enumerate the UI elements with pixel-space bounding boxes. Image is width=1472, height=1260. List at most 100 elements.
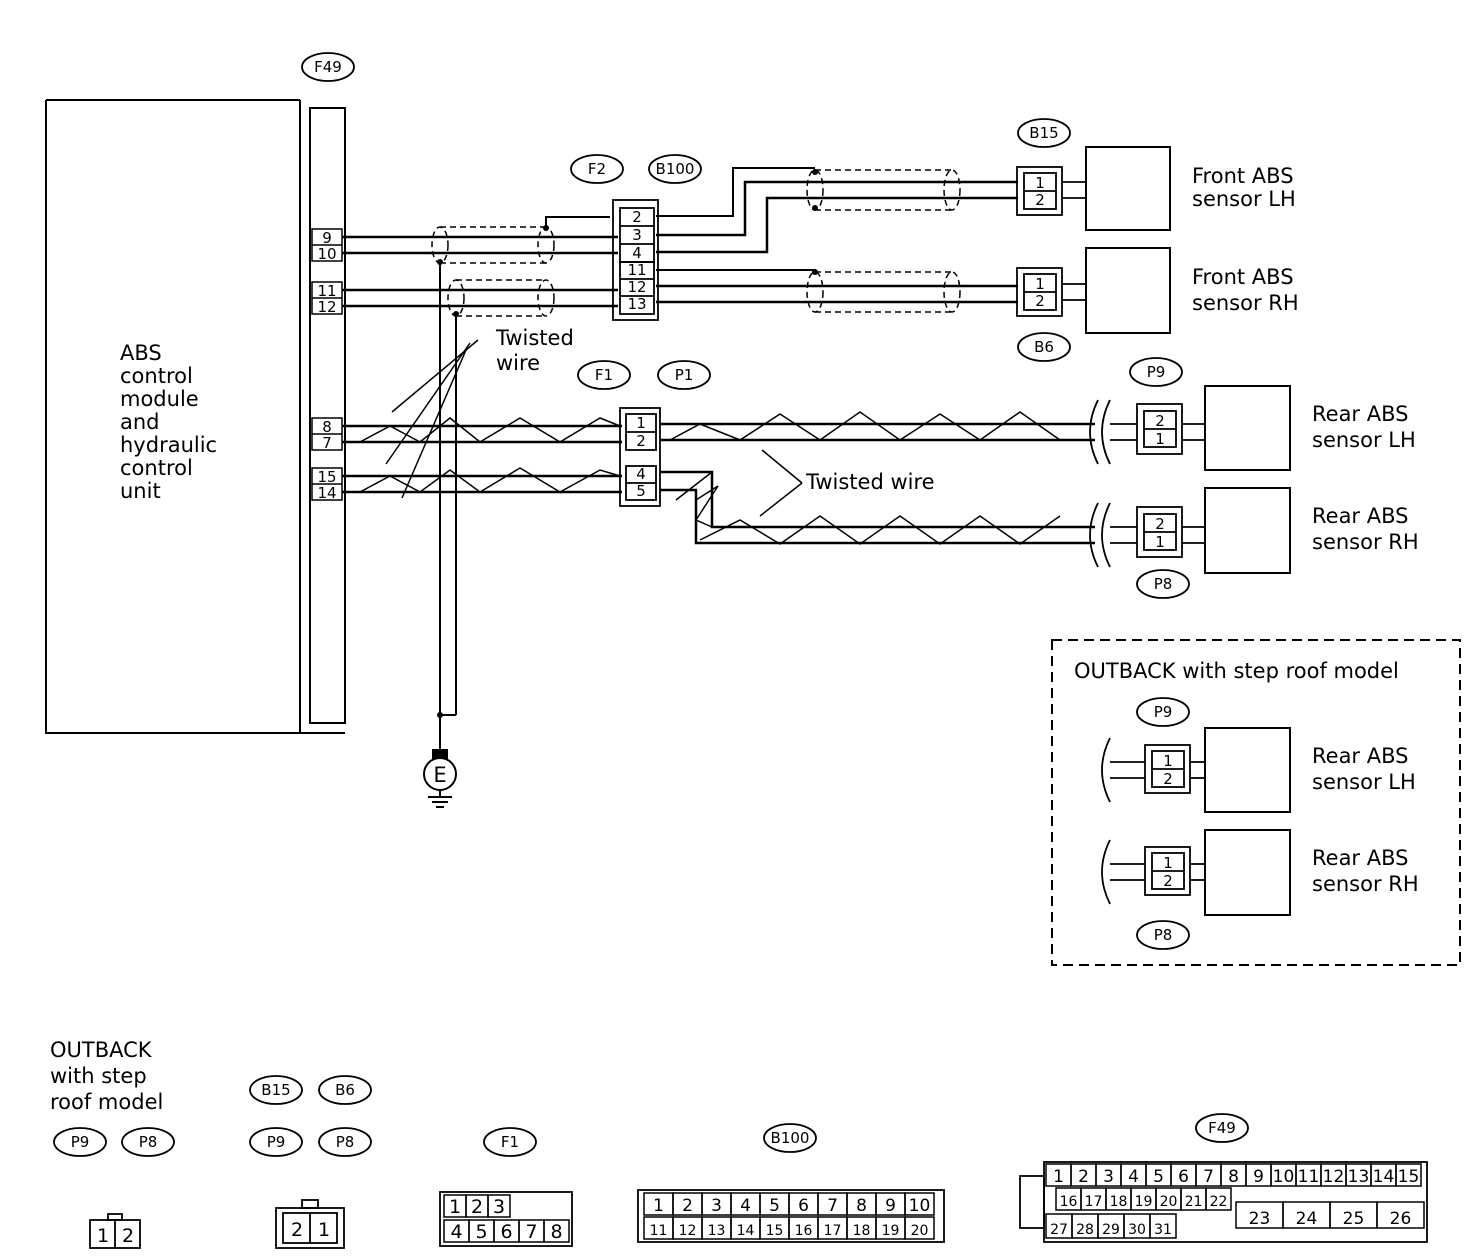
abs-module-label-1: ABS (120, 341, 162, 365)
f49-pin-10: 10 (317, 245, 336, 263)
legend-pin-label: 4 (1128, 1167, 1139, 1187)
front-lh-label-1: Front ABS (1192, 164, 1294, 188)
legend-pin-cell (1376, 1201, 1425, 1229)
p8-pin-2: 2 (1155, 515, 1165, 533)
front-sensor-connectors (1016, 166, 1086, 317)
f49-pin-11: 11 (317, 282, 336, 300)
legend-pin-label: 10 (1273, 1167, 1295, 1187)
f49-pin-7: 7 (322, 434, 332, 452)
abs-module-label-6: control (120, 456, 193, 480)
legend-pin-label: 11 (650, 1223, 668, 1239)
rear-lh-label-1: Rear ABS (1312, 402, 1408, 426)
rear-abs-sensor-rh (1204, 487, 1291, 574)
legend-pin-cell (543, 1219, 570, 1243)
ground-symbol (423, 749, 457, 808)
legend-tag-b6: B6 (335, 1081, 355, 1099)
front-rh-label-1: Front ABS (1192, 265, 1294, 289)
f2-b100-connector (612, 199, 659, 321)
legend-pin-label: 15 (1398, 1167, 1420, 1187)
f49-pin-8: 8 (322, 418, 332, 436)
legend-pin-label: 13 (1348, 1167, 1370, 1187)
legend-pin-cell (1395, 1163, 1422, 1187)
connector-tags (301, 52, 1190, 950)
inset-rear-rh-label-1: Rear ABS (1312, 846, 1408, 870)
front-sensor-wires (656, 180, 1018, 304)
legend-pin-label: 8 (550, 1221, 562, 1243)
legend-pin-label: 6 (1178, 1167, 1189, 1187)
tag-b6: B6 (1034, 338, 1054, 356)
legend-2pin-b-1: 1 (318, 1219, 330, 1241)
legend-pin-label: 30 (1128, 1222, 1146, 1238)
legend-pin-label: 2 (682, 1196, 693, 1216)
abs-control-module: ABS control module and hydraulic control… (45, 99, 346, 734)
twisted-wire-label-1b: wire (496, 351, 540, 375)
legend-pin-label: 25 (1343, 1209, 1365, 1229)
legend-pin-label: 5 (475, 1221, 487, 1243)
tag-p9-inset: P9 (1154, 703, 1173, 721)
legend-tag-ovals (53, 1075, 1249, 1157)
f1-pin-4: 4 (636, 465, 646, 483)
twisted-wire-arrows-2 (759, 449, 803, 517)
wire-break-symbols (1089, 399, 1111, 568)
inset-rear-abs-sensor-lh (1204, 727, 1291, 813)
inset-p8-pin-1: 1 (1163, 854, 1173, 872)
legend-pin-label: 1 (449, 1196, 461, 1218)
abs-module-label-5: hydraulic (120, 433, 217, 457)
b6-pin-2: 2 (1035, 292, 1045, 310)
legend-connector-faces (89, 1161, 1428, 1249)
legend-pin-label: 7 (1203, 1167, 1214, 1187)
f2-pin-4: 4 (632, 244, 642, 262)
legend-tag-p9-1: P9 (71, 1133, 90, 1151)
legend-pin-label: 29 (1102, 1222, 1120, 1238)
b15-pin-2: 2 (1035, 191, 1045, 209)
f2-pin-12: 12 (627, 278, 646, 296)
legend-pin-label: 14 (1373, 1167, 1395, 1187)
f1-p1-connector (619, 407, 661, 507)
f2-pin-11: 11 (627, 261, 646, 279)
legend-pin-label: 2 (471, 1196, 483, 1218)
twisted-wire-label-1a: Twisted (495, 326, 574, 350)
legend-pin-label: 12 (679, 1223, 697, 1239)
rear-sensor-connectors (1110, 403, 1205, 558)
legend-pin-label: 10 (909, 1196, 931, 1216)
legend-pin-label: 8 (1228, 1167, 1239, 1187)
f1-pin-1: 1 (636, 414, 646, 432)
f49-pin-12: 12 (317, 298, 336, 316)
tag-f1: F1 (595, 366, 613, 384)
legend-pin-label: 6 (798, 1196, 809, 1216)
front-abs-sensor-rh (1085, 247, 1171, 334)
legend-pin-label: 19 (882, 1223, 900, 1239)
legend-pin-label: 3 (1103, 1167, 1114, 1187)
legend-pin-label: 15 (766, 1223, 784, 1239)
inset-p8-pin-2: 2 (1163, 872, 1173, 890)
abs-module-label-7: unit (120, 479, 161, 503)
legend-tag-f1: F1 (501, 1133, 519, 1151)
abs-module-label-2: control (120, 364, 193, 388)
p9-pin-1: 1 (1155, 430, 1165, 448)
tag-b100: B100 (656, 160, 695, 178)
legend-pin-label: 14 (737, 1223, 755, 1239)
legend-pin-label: 8 (856, 1196, 867, 1216)
f2-pin-3: 3 (632, 226, 642, 244)
front-lh-label-2: sensor LH (1192, 187, 1296, 211)
legend-pin-label: 9 (885, 1196, 896, 1216)
rear-lh-label-2: sensor LH (1312, 428, 1416, 452)
inset-p9-pin-1: 1 (1163, 752, 1173, 770)
legend-pin-cell (1149, 1213, 1177, 1239)
f2-pin-2: 2 (632, 208, 642, 226)
front-wires (342, 235, 618, 308)
tag-f49: F49 (314, 58, 342, 76)
legend-pin-cell (1205, 1187, 1232, 1211)
inset-connectors (1101, 737, 1205, 905)
front-abs-sensor-lh (1085, 146, 1171, 231)
legend-pin-label: 24 (1296, 1209, 1318, 1229)
inset-rear-lh-label-1: Rear ABS (1312, 744, 1408, 768)
f1-pin-2: 2 (636, 432, 646, 450)
legend-pin-cell (487, 1194, 511, 1218)
legend-pin-cell (904, 1216, 935, 1240)
legend-2pin-a-2: 2 (122, 1225, 134, 1247)
abs-module-label-3: module (120, 387, 199, 411)
